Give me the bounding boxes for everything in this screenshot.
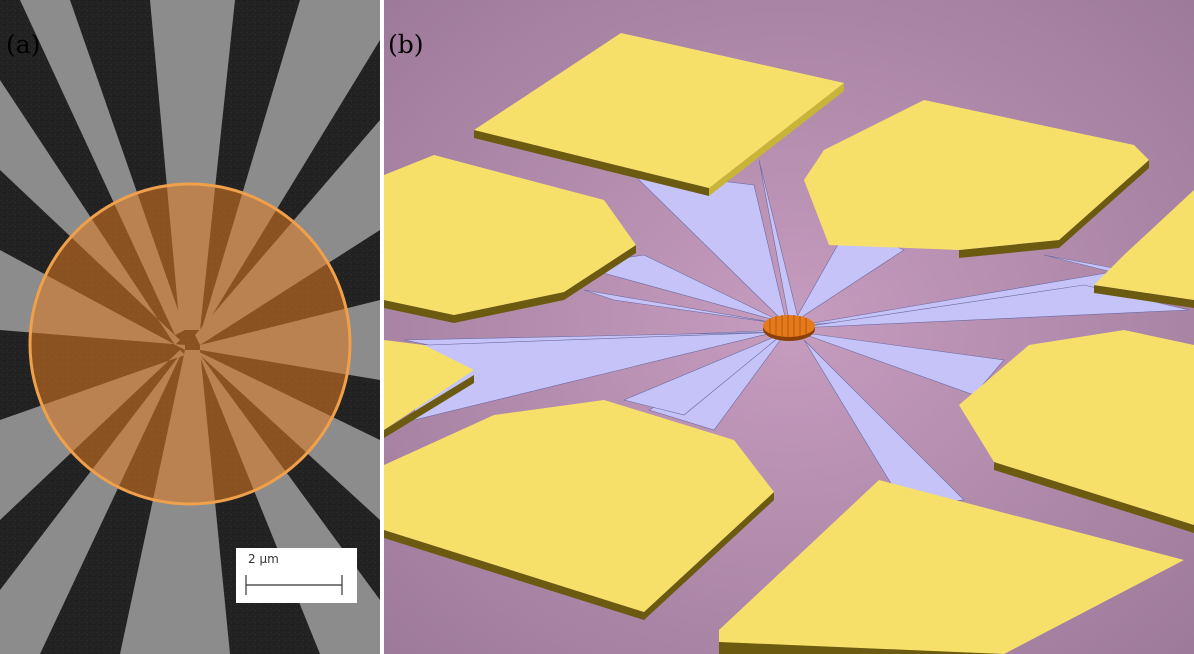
scale-bar: 2 µm: [236, 548, 357, 603]
contact-pad: [719, 480, 1184, 654]
contact-pad: [959, 330, 1194, 525]
schematic-panel: (b): [384, 0, 1194, 654]
scale-bar-line: [245, 575, 343, 595]
scale-bar-label: 2 µm: [248, 552, 279, 566]
nanoparticle: [763, 315, 815, 341]
electrode-leads: [403, 159, 1190, 506]
contact-pad: [474, 33, 844, 188]
contact-pads: [384, 33, 1194, 654]
contact-pad: [804, 100, 1149, 250]
highlight-circle: [28, 182, 352, 506]
panel-a-label: (a): [6, 30, 41, 59]
contact-pad: [1094, 190, 1194, 300]
electrode-schematic: [384, 0, 1194, 654]
contact-pad: [384, 400, 774, 612]
sem-micrograph-panel: (a) 2 µm: [0, 0, 380, 654]
contact-pad: [384, 155, 636, 315]
contact-pad: [384, 340, 474, 430]
panel-b-label: (b): [388, 30, 424, 59]
